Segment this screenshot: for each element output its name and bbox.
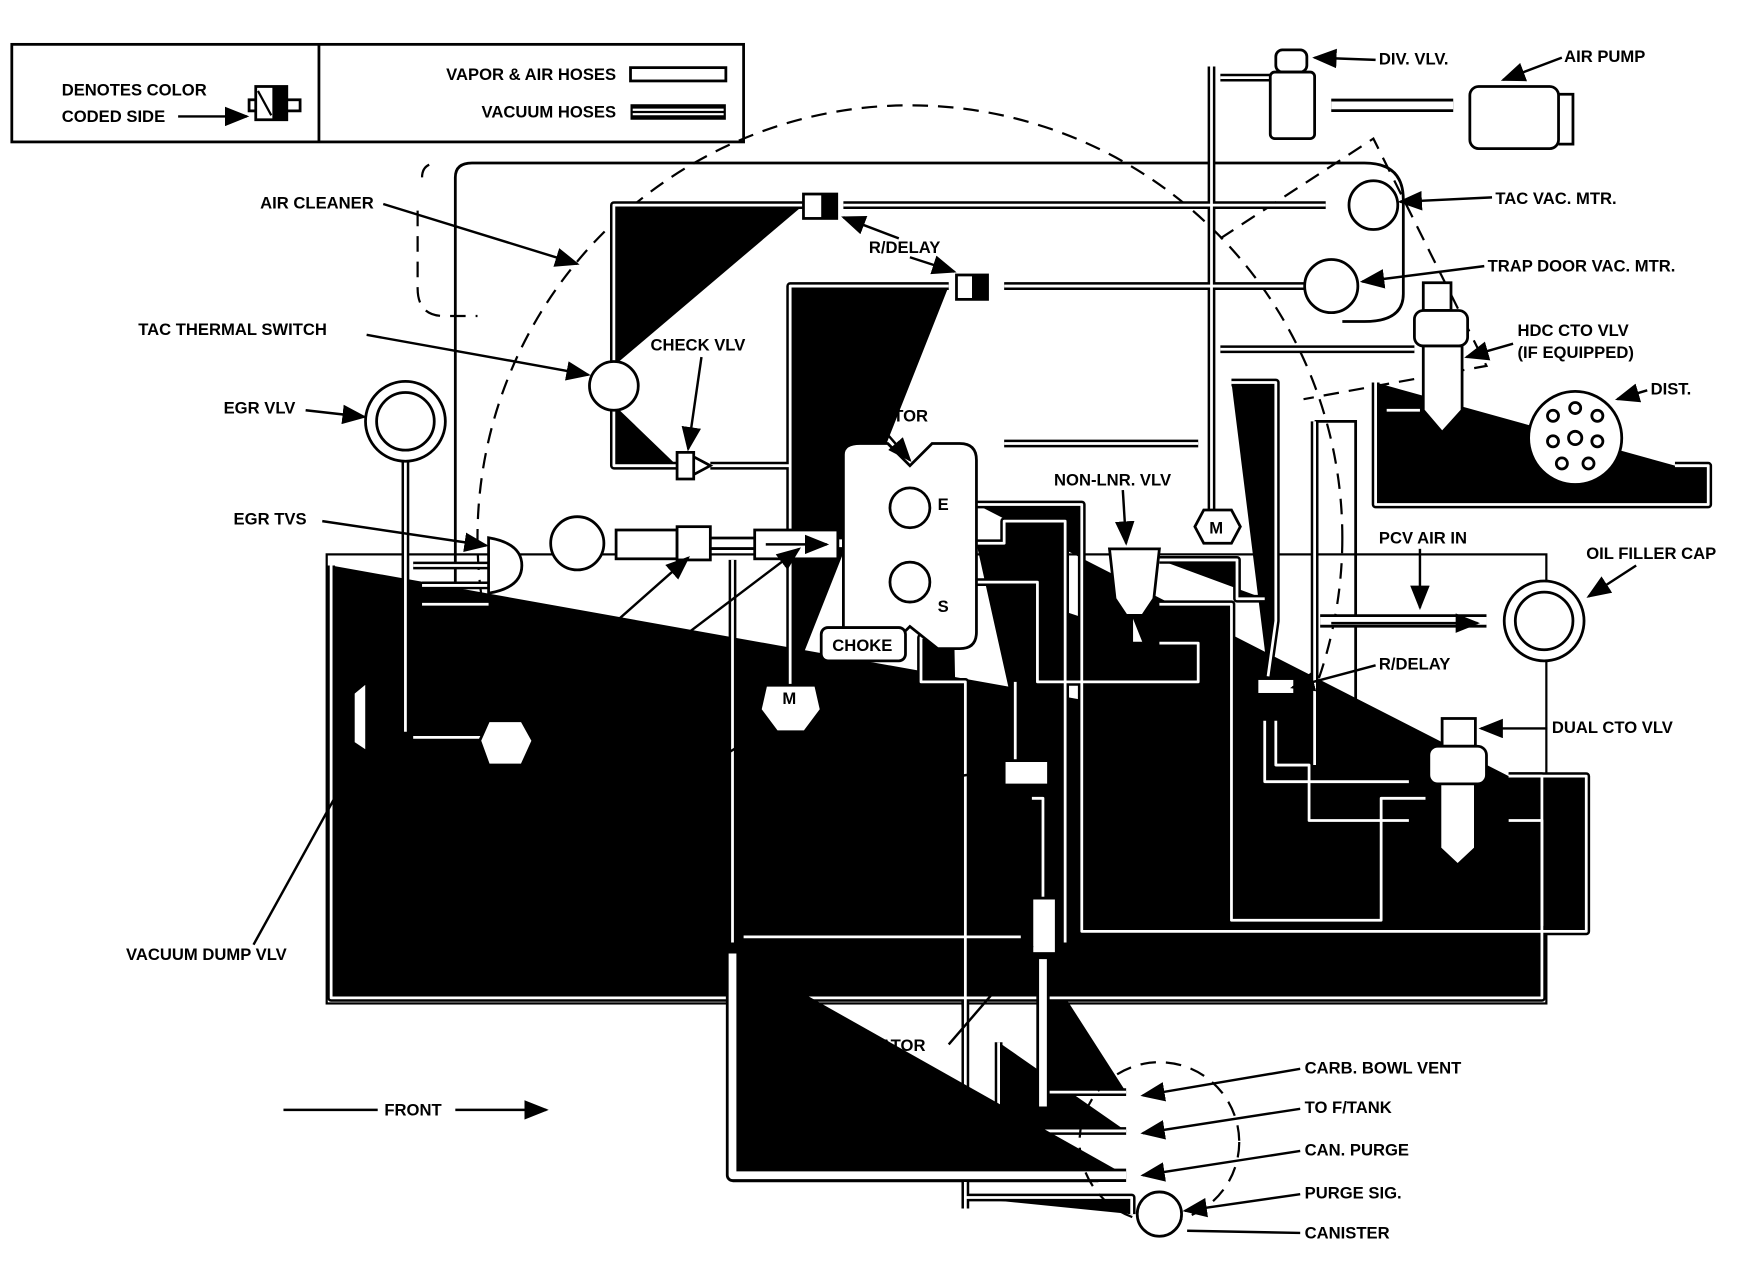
choke-box — [819, 626, 907, 663]
label-r-delay-top: R/DELAY — [869, 238, 940, 257]
legend-box: DENOTES COLOR CODED SIDE VAPOR & AIR HOS… — [10, 42, 745, 144]
dual-cto-valve — [1427, 717, 1488, 867]
label-purge-sig: PURGE SIG. — [1305, 1184, 1402, 1203]
label-trap-door-vac-mtr: TRAP DOOR VAC. MTR. — [1488, 257, 1676, 276]
label-tac-thermal-switch: TAC THERMAL SWITCH — [138, 320, 327, 339]
label-dual-cto-vlv: DUAL CTO VLV — [1552, 718, 1673, 737]
carb-s-port-label: S — [938, 597, 949, 616]
vacuum-hose-swatch — [630, 104, 726, 120]
label-manifold-line2: VACUUM — [453, 852, 525, 871]
label-tac-vac-mtr: TAC VAC. MTR. — [1495, 189, 1616, 208]
label-bowl-vent-line1: BOWL VENT — [761, 781, 860, 800]
label-egr-vlv: EGR VLV — [224, 399, 296, 418]
vacuum-hoses — [331, 67, 1708, 1215]
div-valve — [1268, 48, 1317, 140]
label-vapor-separator: VAPOR SEPARATOR — [761, 1036, 925, 1055]
label-manifold-line3: (AIR CLNR) — [444, 875, 535, 894]
non-linear-valve — [1107, 547, 1161, 645]
label-check-vlv: CHECK VLV — [650, 335, 745, 354]
label-air-cleaner: AIR CLEANER — [260, 193, 374, 212]
vapor-separator — [1030, 896, 1058, 955]
legend-color-coded-line1: DENOTES COLOR — [62, 80, 207, 99]
tac-thermal-switch — [588, 360, 640, 412]
check-valve — [675, 450, 714, 481]
m-mark: M — [782, 689, 796, 708]
label-carb-bowl-vent: CARB. BOWL VENT — [1305, 1058, 1462, 1077]
label-pcv-air-out: PCV AIR OUT — [493, 678, 600, 697]
label-egr-tvs: EGR TVS — [234, 509, 307, 528]
vacuum-dump-valve — [351, 678, 535, 767]
label-manifold-line1: MANIFOLD — [449, 830, 537, 849]
bowl-vent-valve — [1002, 759, 1050, 787]
label-canister: CANISTER — [1305, 1223, 1390, 1242]
label-bowl-vent-line2: VLV — [761, 805, 792, 824]
label-carburetor: CARBURETOR — [810, 406, 928, 425]
air-pump — [1468, 85, 1575, 150]
legend-vapor-air-hoses: VAPOR & AIR HOSES — [446, 65, 616, 84]
tac-vac-motor — [1347, 179, 1400, 231]
label-hdc-cto-line1: HDC CTO VLV — [1518, 321, 1629, 340]
egr-tvs — [487, 536, 524, 595]
vapor-hose-swatch — [629, 66, 728, 83]
label-div-vlv: DIV. VLV. — [1379, 49, 1449, 68]
label-front: FRONT — [384, 1100, 441, 1119]
carburetor — [842, 442, 978, 651]
m-fitting-right: M — [1193, 508, 1242, 545]
label-non-lnr-vlv: NON-LNR. VLV — [1054, 471, 1171, 490]
oil-filler-cap — [1502, 579, 1586, 663]
r-delay-valve — [802, 192, 1297, 709]
distributor — [1527, 390, 1624, 486]
canister — [1078, 1061, 1241, 1238]
trap-door-vac-motor — [1303, 258, 1360, 315]
label-hdc-cto-line2: (IF EQUIPPED) — [1518, 343, 1634, 362]
choke-label: CHOKE — [832, 636, 892, 655]
components: E S CHOKE M M — [351, 48, 1624, 1238]
label-r-delay-right: R/DELAY — [1379, 655, 1450, 674]
label-pcv-vlv: PCV VLV — [522, 620, 592, 639]
label-pcv-air-in: PCV AIR IN — [1379, 528, 1467, 547]
egr-valve — [364, 380, 447, 463]
label-can-purge: CAN. PURGE — [1305, 1140, 1409, 1159]
label-vacuum-dump-vlv: VACUUM DUMP VLV — [126, 945, 287, 964]
hdc-cto-valve — [1413, 281, 1470, 435]
carb-e-port-label: E — [938, 495, 949, 514]
component-labels: AIR CLEANER R/DELAY TAC THERMAL SWITCH C… — [126, 47, 1716, 1242]
label-to-f-tank: TO F/TANK — [1305, 1098, 1392, 1117]
label-dist: DIST. — [1651, 380, 1692, 399]
m-mark: M — [1209, 518, 1223, 537]
label-air-pump: AIR PUMP — [1564, 47, 1645, 66]
label-oil-filler-cap: OIL FILLER CAP — [1586, 544, 1716, 563]
manifold-vacuum-fitting: M — [758, 683, 823, 734]
color-coded-connector-icon — [247, 85, 302, 122]
legend-color-coded-line2: CODED SIDE — [62, 107, 165, 126]
leader-lines — [252, 48, 1648, 1235]
legend-vacuum-hoses: VACUUM HOSES — [482, 103, 617, 122]
